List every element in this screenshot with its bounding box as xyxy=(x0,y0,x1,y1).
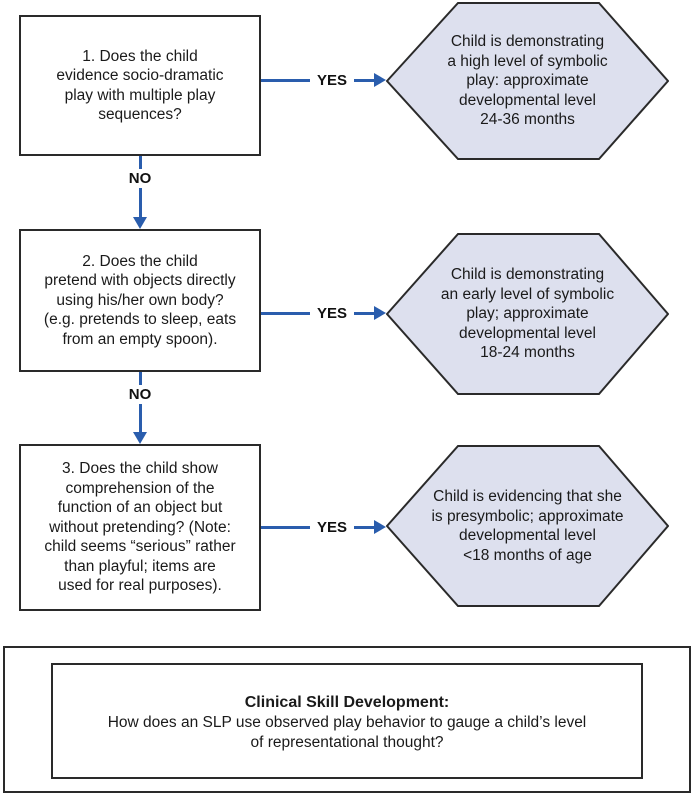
arrowhead-right-icon xyxy=(374,306,386,320)
arrow-line xyxy=(261,525,310,529)
arrowhead-right-icon xyxy=(374,73,386,87)
clinical-skill-question: How does an SLP use observed play behavi… xyxy=(107,713,587,751)
question-text-3: 3. Does the child show comprehension of … xyxy=(44,460,236,595)
clinical-skill-title: Clinical Skill Development: xyxy=(244,693,450,711)
clinical-skill-inner-box: Clinical Skill Development: How does an … xyxy=(51,663,643,779)
outcome-hexagon-3: Child is evidencing that she is presymbo… xyxy=(386,445,669,607)
yes-arrow-3: YES xyxy=(261,517,386,537)
yes-arrow-1: YES xyxy=(261,70,386,90)
hexagon-shape xyxy=(386,445,669,607)
yes-label-2: YES xyxy=(316,304,347,322)
yes-arrow-2: YES xyxy=(261,303,386,323)
hexagon-shape xyxy=(386,2,669,160)
arrowhead-down-icon xyxy=(133,432,147,444)
arrow-line xyxy=(138,404,142,432)
arrow-line xyxy=(354,525,374,529)
question-box-1: 1. Does the child evidence socio-dramati… xyxy=(19,15,261,156)
question-text-2: 2. Does the child pretend with objects d… xyxy=(43,252,237,348)
outcome-text-1: Child is demonstrating a high level of s… xyxy=(447,33,608,129)
outcome-text-3: Child is evidencing that she is presymbo… xyxy=(431,488,624,564)
arrow-line xyxy=(354,311,374,315)
clinical-skill-outer-box: Clinical Skill Development: How does an … xyxy=(3,646,691,793)
question-text-1: 1. Does the child evidence socio-dramati… xyxy=(56,47,224,124)
no-label-1: NO xyxy=(128,170,152,187)
arrow-line xyxy=(138,188,142,217)
yes-label-1: YES xyxy=(316,71,347,89)
no-label-2: NO xyxy=(128,386,152,403)
yes-label-3: YES xyxy=(316,518,347,536)
outcome-hexagon-1: Child is demonstrating a high level of s… xyxy=(386,2,669,160)
arrowhead-right-icon xyxy=(374,520,386,534)
no-arrow-2: NO xyxy=(125,372,155,444)
question-box-3: 3. Does the child show comprehension of … xyxy=(19,444,261,611)
arrow-line xyxy=(138,156,142,169)
hexagon-shape xyxy=(386,233,669,395)
arrow-line xyxy=(354,78,374,82)
question-box-2: 2. Does the child pretend with objects d… xyxy=(19,229,261,372)
outcome-text-2: Child is demonstrating an early level of… xyxy=(440,266,615,362)
arrow-line xyxy=(261,78,310,82)
no-arrow-1: NO xyxy=(125,156,155,229)
arrow-line xyxy=(261,311,310,315)
outcome-hexagon-2: Child is demonstrating an early level of… xyxy=(386,233,669,395)
arrow-line xyxy=(138,372,142,385)
arrowhead-down-icon xyxy=(133,217,147,229)
